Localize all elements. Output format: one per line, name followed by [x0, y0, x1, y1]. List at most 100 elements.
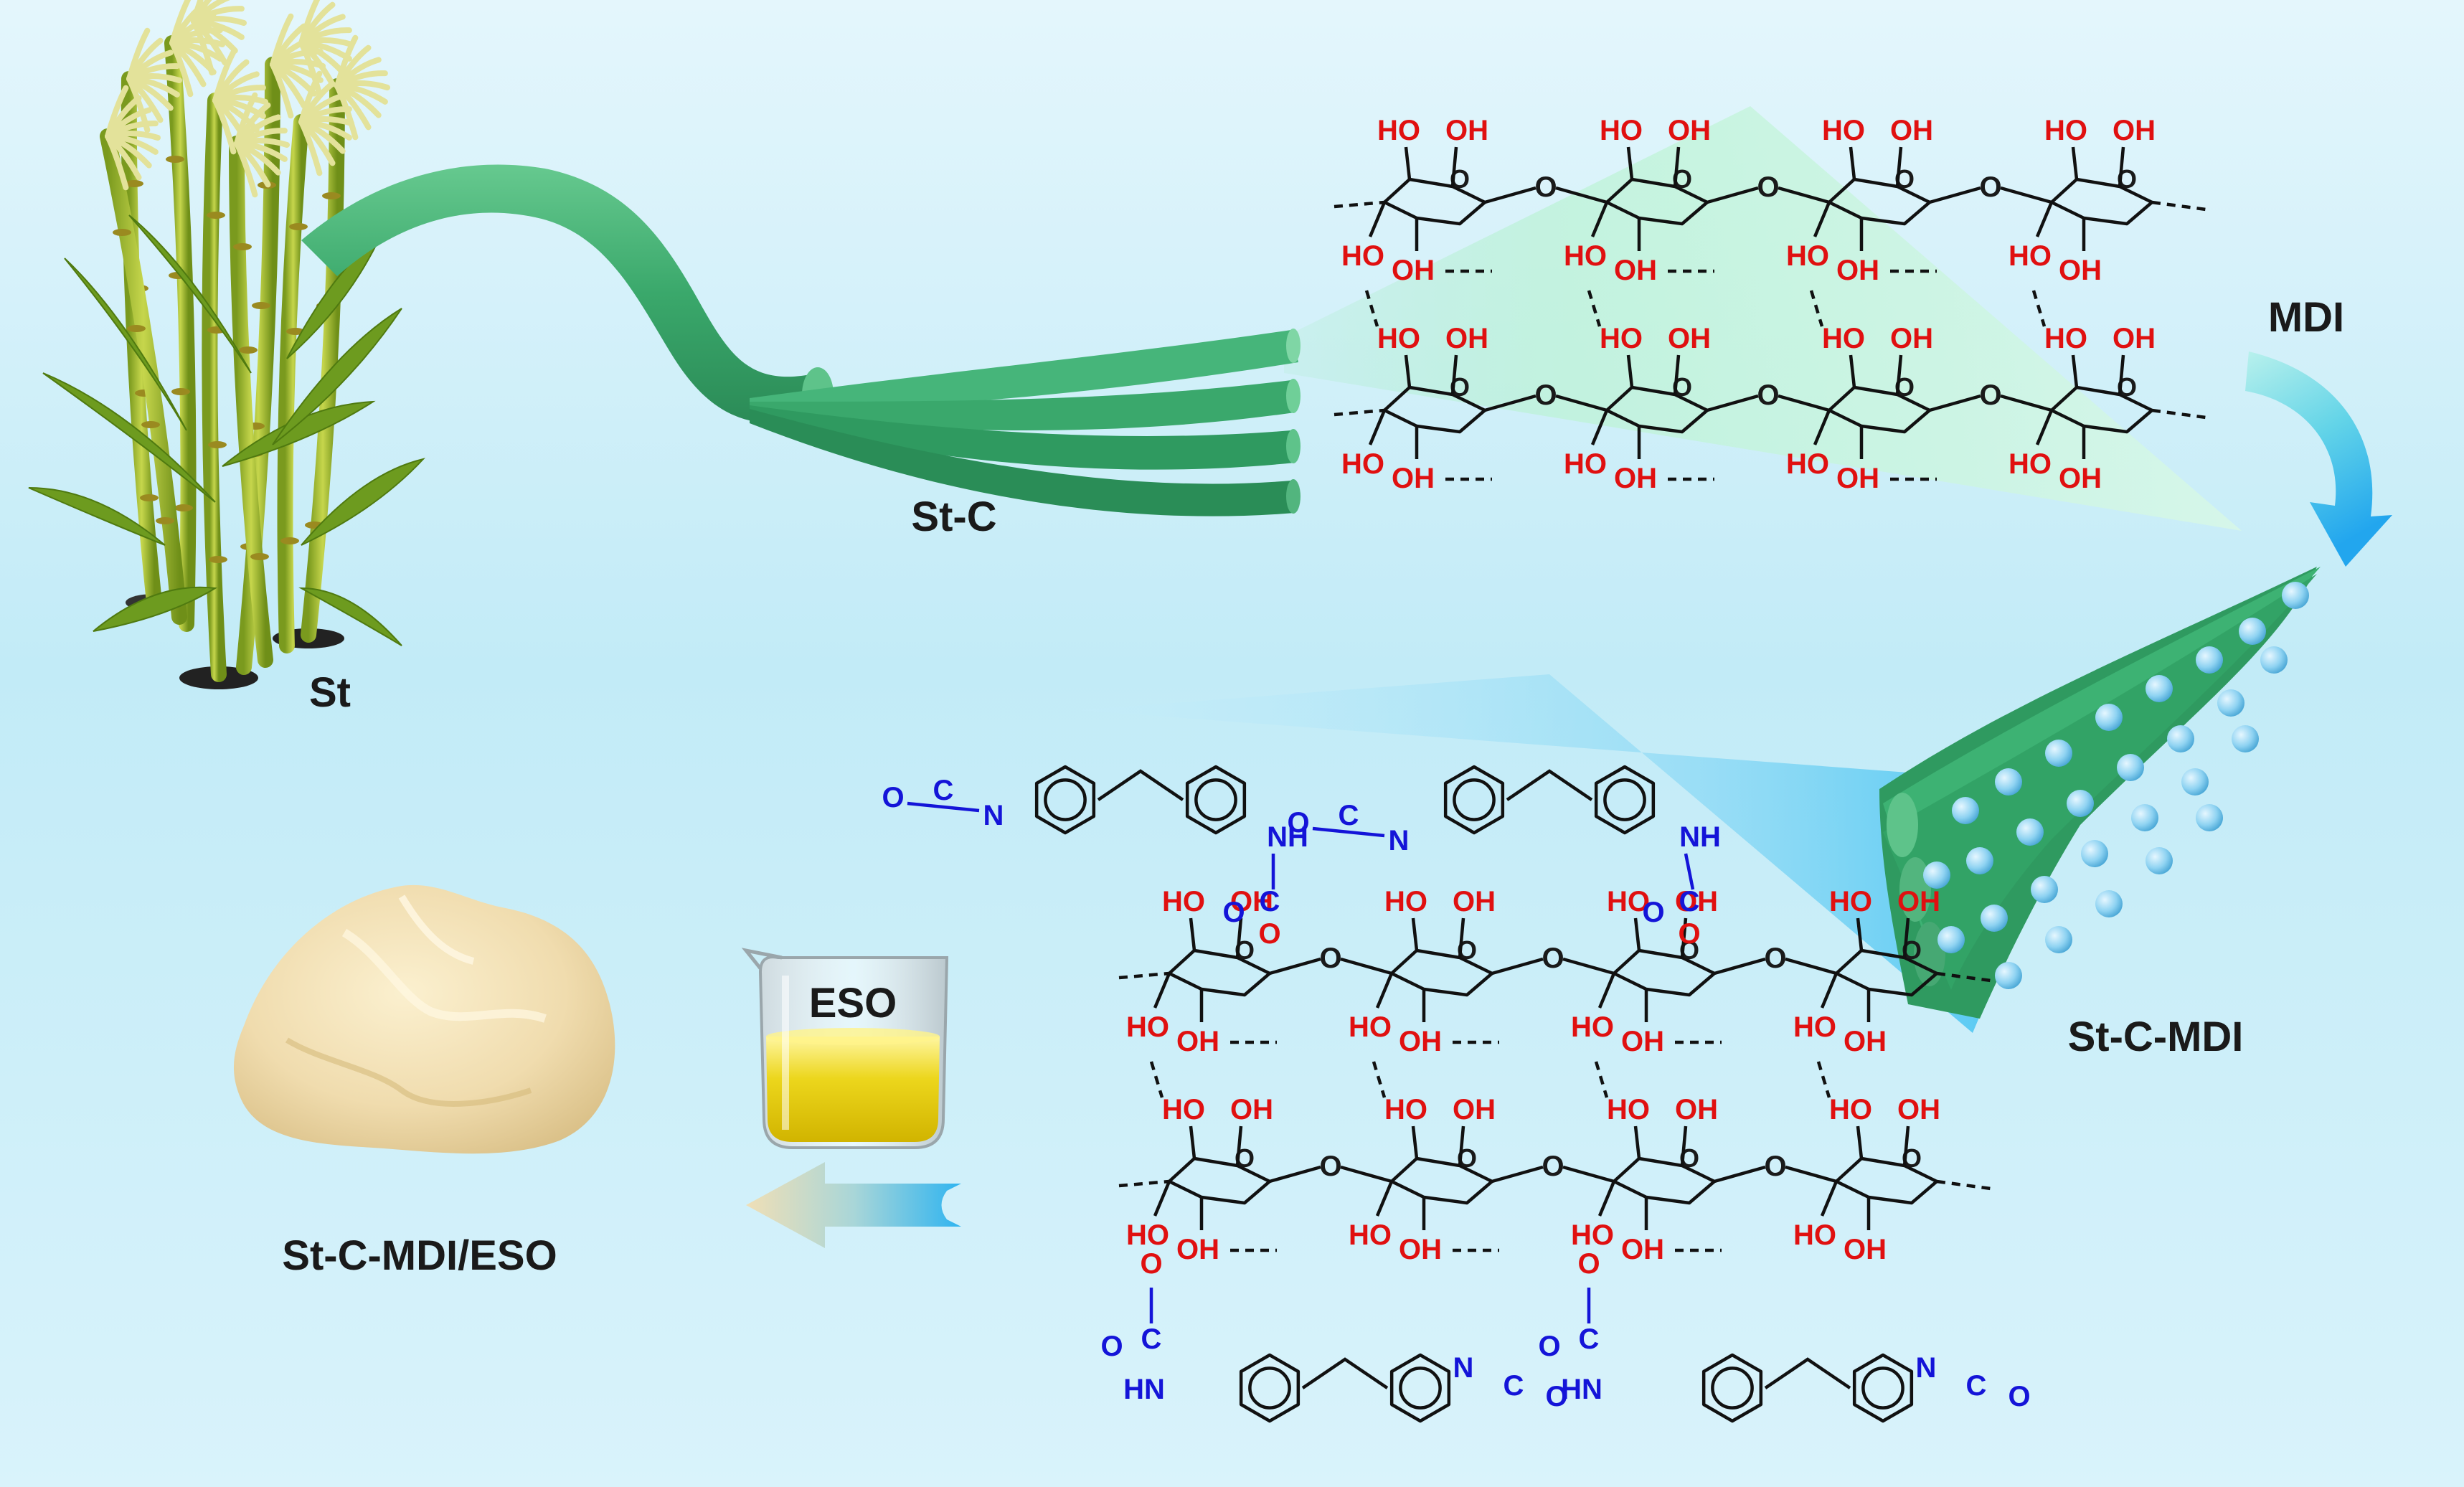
label-st-c-mdi-eso: St-C-MDI/ESO: [282, 1232, 557, 1279]
plant-leaf: [272, 308, 402, 445]
glycosidic-bond: [1785, 957, 1837, 976]
isocyanate-o: O: [882, 782, 904, 813]
oh-bond: [1813, 202, 1831, 237]
chain-end: [1334, 408, 1385, 417]
stem-node: [252, 302, 270, 309]
stem-node: [208, 441, 227, 448]
oh-bond: [1856, 1125, 1864, 1159]
hydroxyl-group: OH: [1621, 1234, 1664, 1265]
carbonyl-o: O: [1642, 897, 1664, 928]
glycosidic-bond: [1929, 186, 1981, 204]
methylene-bridge: [1764, 1357, 1851, 1389]
mdi-arrow: [2245, 351, 2392, 567]
benzene-ring: [1443, 765, 1505, 835]
hydroxyl-group: OH: [1453, 1094, 1496, 1125]
oh-bond: [1411, 917, 1419, 951]
grain-spike: [105, 133, 129, 191]
aromatic-circle: [1248, 1366, 1291, 1410]
oh-bond: [1368, 202, 1387, 237]
hydroxyl-group: OH: [1614, 255, 1657, 286]
hydroxyl-group: HO: [1571, 1011, 1614, 1043]
hydroxyl-group: HO: [1341, 448, 1384, 480]
glycosidic-oxygen: O: [1319, 1151, 1341, 1182]
mdi-dot: [1923, 861, 1950, 889]
oh-bond: [1590, 410, 1609, 445]
hydroxyl-group: HO: [1384, 1094, 1427, 1125]
stem-node: [280, 537, 299, 544]
hydroxyl-group: HO: [1377, 115, 1420, 146]
stem-node: [156, 517, 174, 524]
oh-bond: [1673, 354, 1681, 395]
hydroxyl-group: HO: [2009, 240, 2052, 272]
glycosidic-oxygen: O: [1534, 171, 1557, 203]
benzene-ring: [1701, 1353, 1763, 1423]
isocyanate-bond: [907, 801, 980, 813]
mdi-dot: [2045, 926, 2072, 953]
hydroxyl-group: HO: [1162, 886, 1205, 917]
oh-bond: [1680, 917, 1688, 958]
hydroxyl-group: HO: [1600, 115, 1643, 146]
aromatic-circle: [1194, 778, 1237, 821]
oh-bond: [1820, 1181, 1838, 1217]
grain-spike: [270, 62, 294, 119]
chain-end: [1936, 1179, 1991, 1191]
aromatic-circle: [1603, 778, 1646, 821]
hydroxyl-group: HO: [1126, 1219, 1169, 1251]
plant-leaf: [222, 400, 376, 467]
oh-bond: [1189, 1125, 1196, 1159]
plant-stem: [301, 78, 345, 643]
mdi-dot: [2146, 675, 2173, 702]
plant-stem: [229, 136, 273, 668]
glycosidic-bond: [1785, 1165, 1837, 1184]
glycosidic-bond: [1707, 186, 1759, 204]
mdi-dot: [2016, 818, 2044, 846]
glycosidic-bond: [1491, 1165, 1544, 1184]
stem-node: [233, 243, 252, 250]
urethane-c: C: [1679, 886, 1700, 917]
aromatic-circle: [1711, 1366, 1754, 1410]
plant-stem: [277, 114, 309, 653]
glycosidic-oxygen: O: [1979, 379, 2001, 411]
hydroxyl-group: OH: [1675, 1094, 1718, 1125]
oh-bond: [1450, 354, 1458, 395]
oh-bond: [1902, 1125, 1910, 1166]
plant-leaf: [42, 372, 216, 503]
carbonyl-o: O: [1100, 1331, 1123, 1362]
label-st-c: St-C: [911, 494, 996, 540]
oh-bond: [1626, 146, 1634, 180]
hydroxyl-group: HO: [1564, 448, 1607, 480]
chain-end: [2151, 200, 2206, 212]
oh-bond: [2118, 146, 2125, 187]
hydrogen-bond: [1587, 290, 1602, 327]
mdi-dot: [2167, 725, 2194, 752]
methylene-bridge: [1301, 1357, 1389, 1389]
hydrogen-bond: [1809, 290, 1824, 327]
plant-stem: [164, 35, 197, 632]
stem-node: [239, 346, 258, 354]
benzene-ring: [1852, 1353, 1914, 1423]
hydroxyl-group: OH: [2113, 323, 2156, 354]
hydroxyl-group: HO: [1564, 240, 1607, 272]
glycosidic-bond: [1555, 394, 1608, 412]
mdi-dot: [2031, 876, 2058, 903]
oh-bond: [2035, 202, 2054, 237]
mdi-dot: [2196, 646, 2223, 674]
hydroxyl-group: OH: [1890, 115, 1933, 146]
isocyanate-n: N: [1453, 1352, 1474, 1384]
isocyanate-o: O: [1545, 1381, 1567, 1412]
hydroxyl-group: OH: [1230, 886, 1273, 917]
oh-bond: [1597, 1181, 1616, 1217]
hydroxyl-group: OH: [1621, 1026, 1664, 1057]
stem-node: [141, 421, 160, 428]
stem-node: [174, 504, 193, 511]
glycosidic-bond: [1269, 1165, 1321, 1184]
grain-spike: [212, 98, 237, 155]
aromatic-circle: [1861, 1366, 1904, 1410]
oh-bond: [1902, 917, 1910, 958]
isocyanate-c: C: [1504, 1370, 1524, 1402]
zoom-cone-cellulose: [1284, 106, 2242, 531]
stem-node: [166, 156, 184, 163]
oh-bond: [1458, 917, 1465, 958]
hydroxyl-group: HO: [2044, 323, 2087, 354]
